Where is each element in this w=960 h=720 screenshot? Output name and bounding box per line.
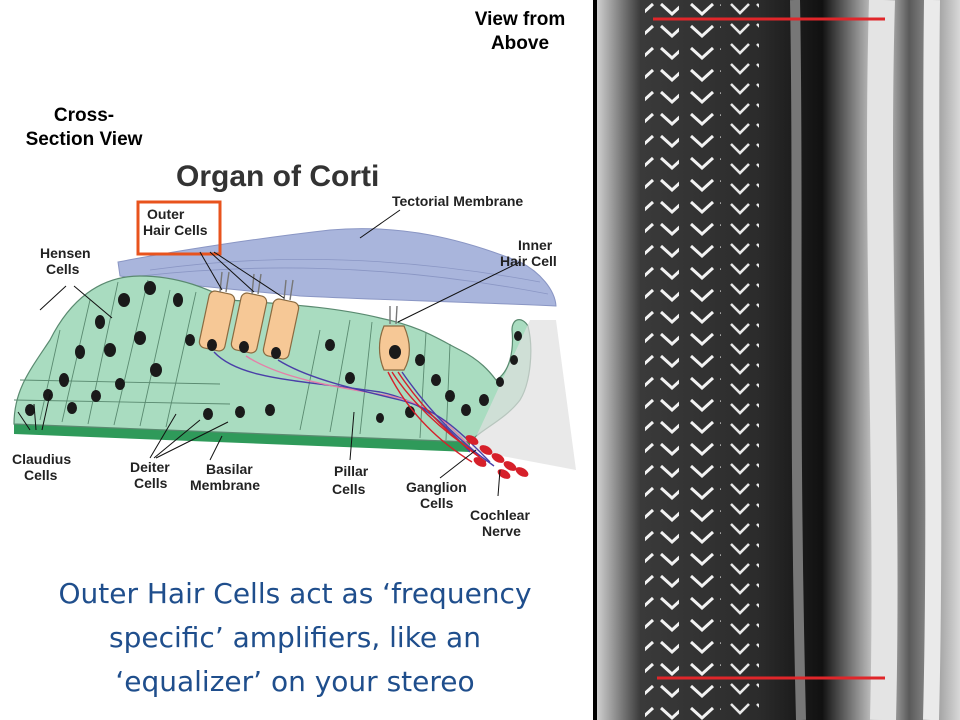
label-pointers [17, 209, 521, 497]
caption-line1: Outer Hair Cells act as ‘frequency [58, 577, 532, 610]
label-deiter-cells-1: Deiter [130, 459, 170, 475]
label-deiter-cells-2: Cells [134, 475, 168, 491]
caption-line2: specific’ amplifiers, like an [109, 621, 481, 654]
basilar-membrane [14, 424, 470, 452]
label-outer-hair-cells-2: Hair Cells [143, 222, 208, 238]
label-cochlear-nerve-2: Nerve [482, 523, 521, 539]
hair-cell-micrograph [597, 0, 960, 720]
label-basilar-membrane-2: Membrane [190, 477, 260, 493]
label-pillar-cells-1: Pillar [334, 463, 369, 479]
cross-section-line1: Cross- [53, 105, 115, 126]
view-from-above-heading: View from Above [450, 8, 590, 56]
inner-hair-cell-row [866, 0, 898, 720]
ohc-row-1 [645, 0, 679, 720]
pillar-cell-row [790, 0, 806, 720]
cross-section-heading: Cross- Section View [0, 104, 168, 152]
label-pillar-cells-2: Cells [332, 481, 366, 497]
label-basilar-membrane-1: Basilar [206, 461, 253, 477]
organ-of-corti-diagram: Organ of Corti [12, 160, 576, 539]
view-from-above-line1: View from [474, 9, 566, 30]
ganglion-cells [465, 435, 529, 479]
label-claudius-cells-1: Claudius [12, 451, 71, 467]
label-ganglion-cells-1: Ganglion [406, 479, 467, 495]
label-hensen-cells-2: Cells [46, 261, 80, 277]
label-cochlear-nerve-1: Cochlear [470, 507, 530, 523]
label-inner-hair-cell-1: Inner [518, 237, 553, 253]
caption: Outer Hair Cells act as ‘frequency speci… [10, 572, 580, 704]
label-hensen-cells-1: Hensen [40, 245, 91, 261]
cross-section-line2: Section View [25, 129, 143, 150]
label-tectorial-membrane: Tectorial Membrane [392, 193, 523, 209]
label-inner-hair-cell-2: Hair Cell [500, 253, 557, 269]
outer-hair-cells-highlight-box [136, 200, 222, 256]
outer-hair-cells [198, 290, 300, 360]
caption-line3: ‘equalizer’ on your stereo [115, 665, 475, 698]
stereocilia [219, 271, 398, 325]
cell-nuclei [25, 281, 522, 423]
view-from-above-line2: Above [490, 33, 550, 54]
label-outer-hair-cells-1: Outer [147, 206, 185, 222]
label-claudius-cells-2: Cells [24, 467, 58, 483]
diagram-title: Organ of Corti [176, 160, 379, 193]
ohc-row-2 [687, 0, 721, 720]
ohc-row-3 [729, 0, 759, 720]
label-ganglion-cells-2: Cells [420, 495, 454, 511]
panel-divider [593, 0, 597, 720]
